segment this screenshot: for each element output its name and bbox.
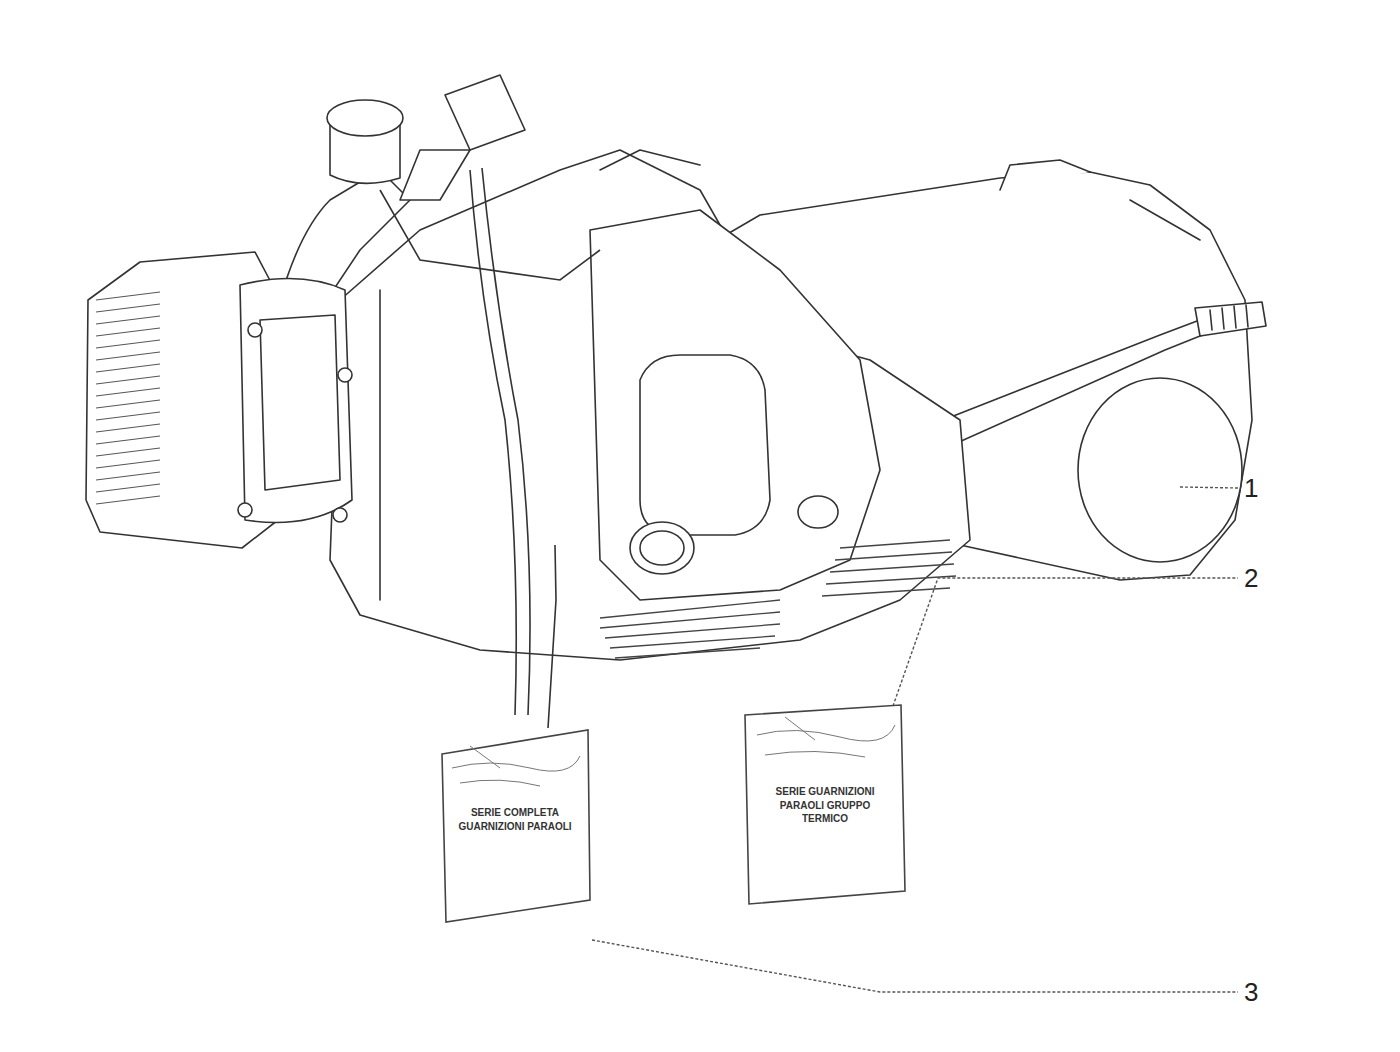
head-bolt	[248, 323, 262, 337]
cooling-grille	[96, 292, 160, 504]
leader-lines	[592, 487, 1238, 992]
bag-text-area: SERIE COMPLETA GUARNIZIONI PARAOLI	[440, 728, 590, 833]
hoses	[380, 168, 600, 728]
callout-number: 1	[1244, 475, 1258, 501]
fan-cover	[590, 210, 880, 600]
case-top	[600, 150, 700, 170]
crankcase	[330, 150, 970, 660]
bag-shape	[745, 705, 905, 904]
callout-number: 2	[1244, 565, 1258, 591]
case-rib	[1130, 200, 1200, 240]
cover-panel	[260, 315, 340, 490]
fan-grille	[640, 355, 770, 535]
bag-wrinkles	[452, 746, 580, 786]
head-bolt	[338, 368, 352, 382]
hub-cover	[1078, 378, 1242, 562]
head-bolt	[238, 503, 252, 517]
bag-label: SERIE GUARNIZIONI PARAOLI GRUPPO TERMICO	[759, 785, 891, 826]
gasket-kit-bag: SERIE COMPLETA GUARNIZIONI PARAOLI	[440, 728, 590, 923]
pedal-ribs	[1210, 305, 1248, 330]
exhaust-port	[630, 522, 694, 574]
bag-shape	[442, 730, 590, 922]
exhaust-bore	[640, 531, 684, 565]
oil-plug	[798, 496, 838, 528]
case-seam	[379, 290, 381, 600]
cooling-fins	[600, 540, 956, 658]
case-boss	[1000, 160, 1090, 190]
bag-tie	[548, 545, 556, 728]
callout-number: 3	[1244, 979, 1258, 1005]
carburetor-cap	[327, 100, 403, 136]
bag-wrinkles	[757, 717, 895, 757]
gasket-kit-bag: SERIE GUARNIZIONI PARAOLI GRUPPO TERMICO	[745, 705, 905, 905]
head-cover	[240, 279, 352, 523]
kick-pedal	[1195, 302, 1266, 336]
air-filter	[445, 75, 525, 150]
bag-label: SERIE COMPLETA GUARNIZIONI PARAOLI	[456, 806, 574, 833]
head-bolt	[333, 508, 347, 522]
bag-text-area: SERIE GUARNIZIONI PARAOLI GRUPPO TERMICO	[745, 705, 905, 826]
throttle-housing	[400, 150, 470, 200]
